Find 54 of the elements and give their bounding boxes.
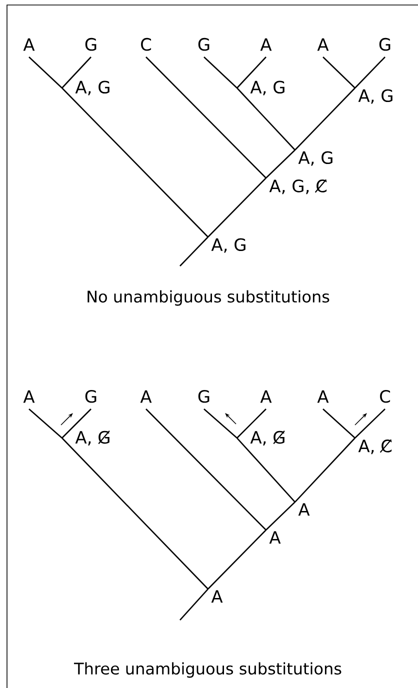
branch-line	[208, 178, 266, 238]
caption: No unambiguous substitutions	[88, 290, 330, 306]
branch-line	[180, 236, 208, 266]
branch-line	[204, 56, 238, 88]
leaf-label: C	[141, 38, 152, 51]
branch-line	[294, 438, 356, 502]
leaf-label: G	[198, 390, 210, 403]
leaf-label: G	[379, 38, 390, 51]
node-label: A, G̸	[75, 430, 110, 446]
node-label: A	[269, 531, 281, 544]
branch-line	[28, 408, 62, 438]
branch-line	[322, 56, 356, 88]
leaf-label: G	[85, 38, 96, 51]
leaf-label: A	[23, 38, 35, 51]
branch-line	[266, 502, 296, 530]
leaf-label: G	[85, 390, 96, 403]
branch-line	[62, 438, 208, 590]
branch-line	[354, 56, 386, 88]
node-label: A, G	[211, 238, 246, 253]
node-label: A, G	[358, 89, 392, 104]
branch-line	[322, 408, 356, 438]
leaf-label: A	[260, 390, 272, 403]
branch-line	[62, 88, 208, 238]
branch-line	[236, 438, 296, 502]
leaf-label: A	[140, 390, 152, 403]
leaf-label: A	[317, 38, 329, 51]
node-label: A, G	[298, 151, 332, 166]
leaf-label: A	[23, 390, 35, 403]
node-label: A, G, C̸	[269, 179, 327, 194]
branch-line	[146, 408, 266, 530]
leaf-label: C	[380, 390, 390, 403]
branch-line	[354, 408, 386, 438]
node-label: A	[298, 503, 310, 516]
branch-line	[236, 88, 296, 150]
caption: Three unambiguous substitutions	[74, 662, 342, 678]
branch-line	[204, 408, 238, 438]
node-label: A	[211, 590, 223, 603]
leaf-label: A	[260, 38, 272, 51]
leaf-label: G	[198, 38, 210, 51]
branch-line	[294, 88, 356, 150]
node-label: A, G	[75, 80, 110, 96]
branch-line	[146, 56, 266, 178]
branch-line	[62, 408, 92, 438]
branch-line	[208, 530, 266, 590]
branch-line	[180, 588, 208, 620]
branch-line	[28, 56, 62, 88]
branch-line	[266, 150, 296, 178]
branch-line	[236, 408, 266, 438]
leaf-label: A	[317, 390, 329, 403]
branch-line	[236, 56, 266, 88]
node-label: A, G̸	[250, 430, 285, 446]
branch-line	[62, 56, 92, 88]
node-label: A, G	[250, 80, 284, 96]
node-label: A, C̸	[358, 439, 392, 454]
